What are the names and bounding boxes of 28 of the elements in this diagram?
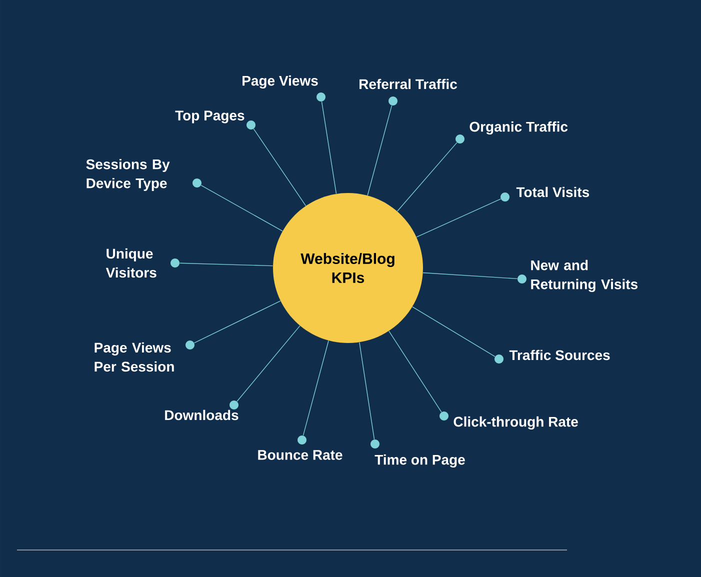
kpi-label: Click-through Rate (454, 416, 578, 430)
connector-line (412, 306, 496, 357)
connector-line (302, 340, 329, 436)
connector-line (179, 262, 274, 266)
connector-line (367, 105, 392, 196)
connector-line (200, 184, 283, 232)
connector-line (396, 142, 458, 212)
kpi-label: Traffic Sources (509, 350, 610, 360)
connector-line (359, 342, 375, 440)
connector-line (194, 300, 281, 344)
kpi-label: Bounce Rate (258, 450, 342, 460)
connector-line (422, 272, 518, 280)
kpi-label: Page Views (242, 75, 318, 89)
kpi-label: Total Visits (516, 186, 590, 198)
connector-line (236, 325, 300, 402)
kpi-label: New and Returning Visits (531, 260, 638, 292)
kpi-label: Sessions By Device Type (86, 158, 170, 192)
kpi-label: Top Pages (175, 110, 244, 124)
kpi-label: Downloads (165, 410, 238, 420)
kpi-label: Organic Traffic (470, 121, 568, 135)
connector-line (416, 198, 502, 238)
kpi-label: Unique Visitors (106, 248, 156, 278)
kpi-label: Referral Traffic (360, 78, 457, 90)
connector-line (321, 101, 337, 194)
connector-line (253, 128, 306, 206)
connector-line (388, 330, 442, 412)
kpi-label: Time on Page (374, 454, 465, 468)
kpi-label: Page Views Per Session (94, 342, 174, 372)
